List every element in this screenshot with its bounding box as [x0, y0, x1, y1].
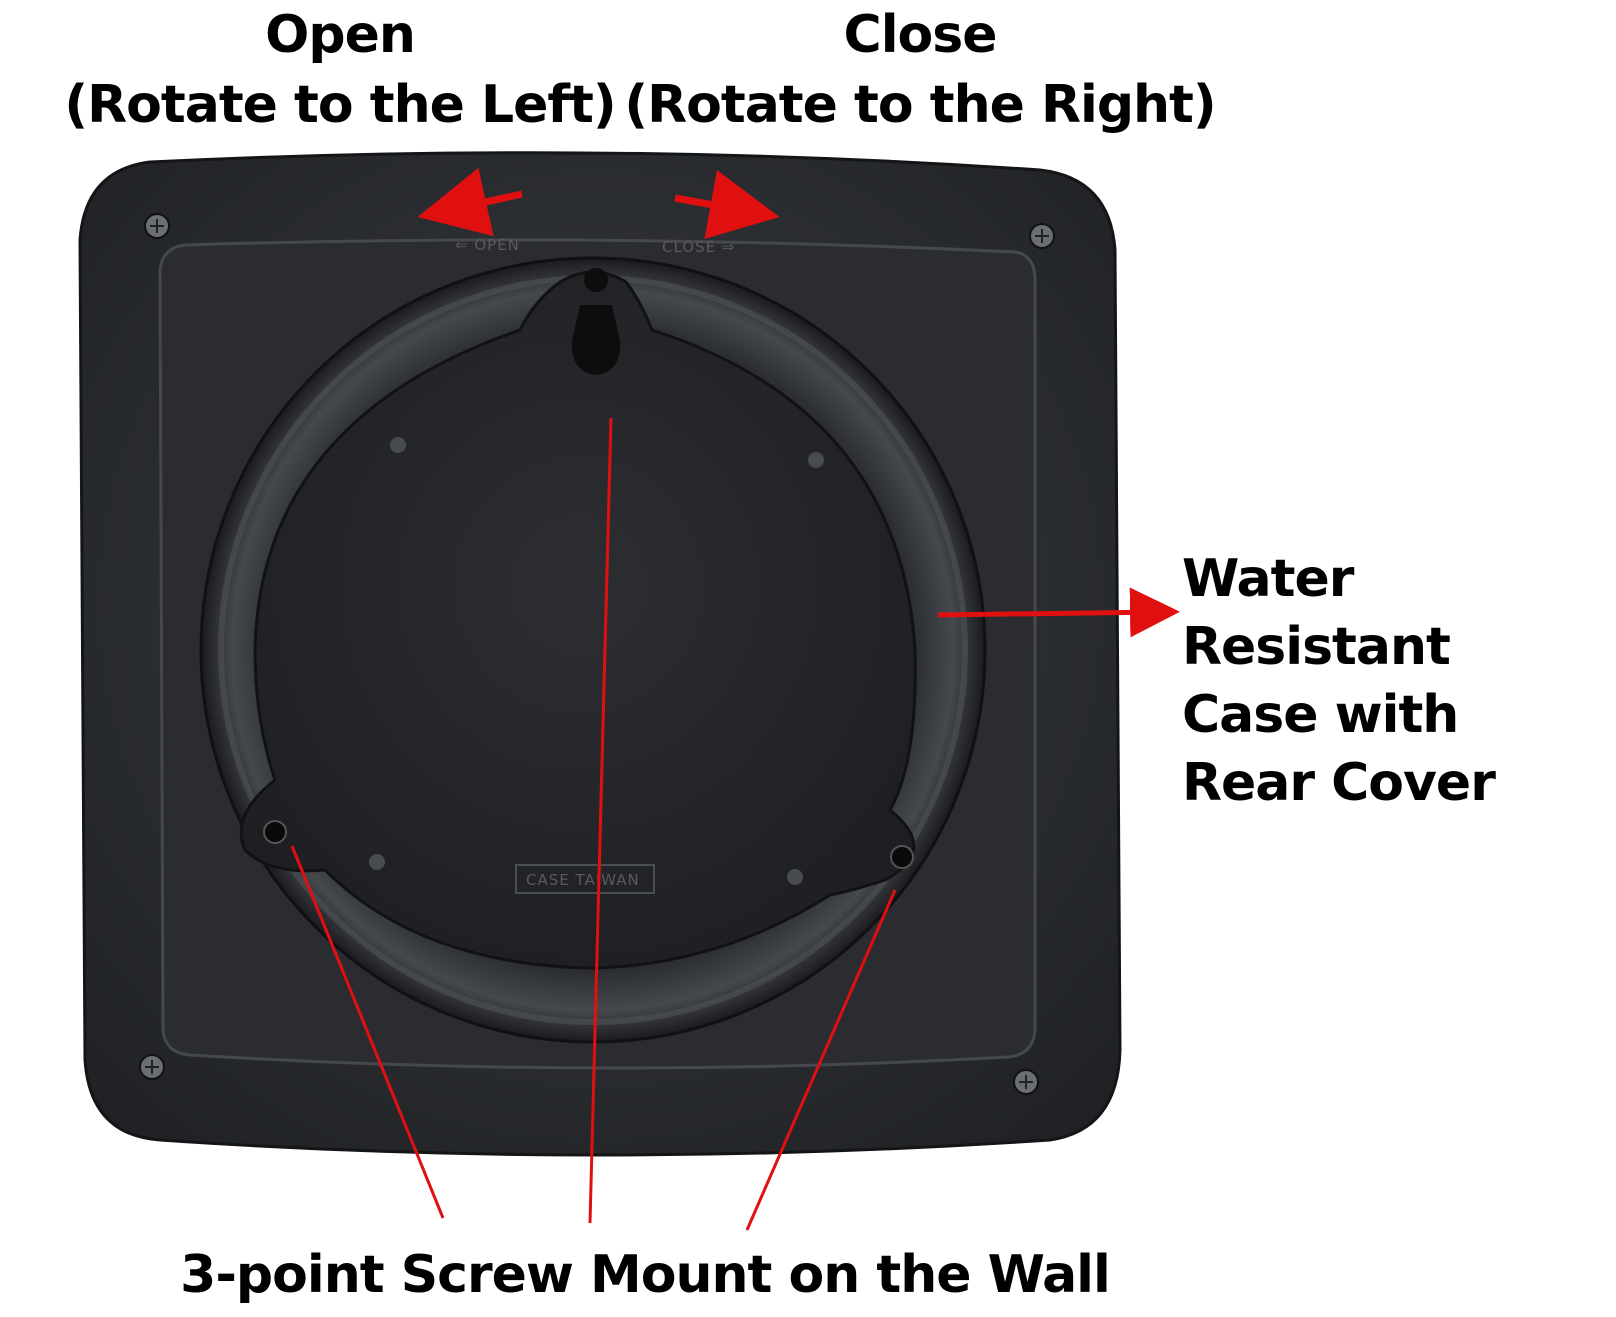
close-marking-text: CLOSE ⇒ [662, 238, 735, 256]
screw-mount-pointer-left [290, 845, 445, 1219]
cover-bump [390, 437, 406, 453]
water-resistant-arrow [937, 587, 1180, 638]
corner-screw-top-left [144, 213, 170, 239]
open-rotation-arrow [417, 167, 523, 237]
screw-mount-hole-right [890, 845, 914, 869]
rear-cover-plate [239, 270, 917, 970]
water-resistant-line3: Rear Cover [1182, 753, 1496, 813]
cover-bump [808, 452, 824, 468]
corner-screw-bottom-right [1013, 1069, 1039, 1095]
water-resistant-line2: Case with [1182, 685, 1459, 745]
corner-screw-top-right [1029, 223, 1055, 249]
screw-mount-pointer-right [745, 889, 897, 1231]
case-marking-box [515, 864, 655, 894]
open-marking-text: ⇐ OPEN [455, 236, 520, 254]
case-marking-text: CASE TAIWAN [526, 871, 640, 889]
screw-mount-label: 3-point Screw Mount on the Wall [180, 1245, 1111, 1305]
close-title: Close [843, 5, 998, 65]
open-title: Open [265, 5, 416, 65]
close-rotation-arrow [674, 170, 780, 239]
water-resistant-label: Water Resistant Case with Rear Cover [1182, 545, 1612, 817]
screw-mount-hole-left [263, 820, 287, 844]
keyhole-opening [571, 305, 621, 375]
screw-mount-pointer-center [588, 417, 613, 1224]
cover-bump [787, 869, 803, 885]
water-resistant-line1: Water Resistant [1182, 549, 1451, 677]
keyhole-slot [584, 268, 609, 292]
close-instruction-label: Close (Rotate to the Right) [610, 0, 1230, 140]
open-subtitle: (Rotate to the Left) [64, 75, 616, 135]
open-instruction-label: Open (Rotate to the Left) [40, 0, 640, 140]
cover-bump [369, 854, 385, 870]
close-subtitle: (Rotate to the Right) [624, 75, 1216, 135]
corner-screw-bottom-left [139, 1054, 165, 1080]
